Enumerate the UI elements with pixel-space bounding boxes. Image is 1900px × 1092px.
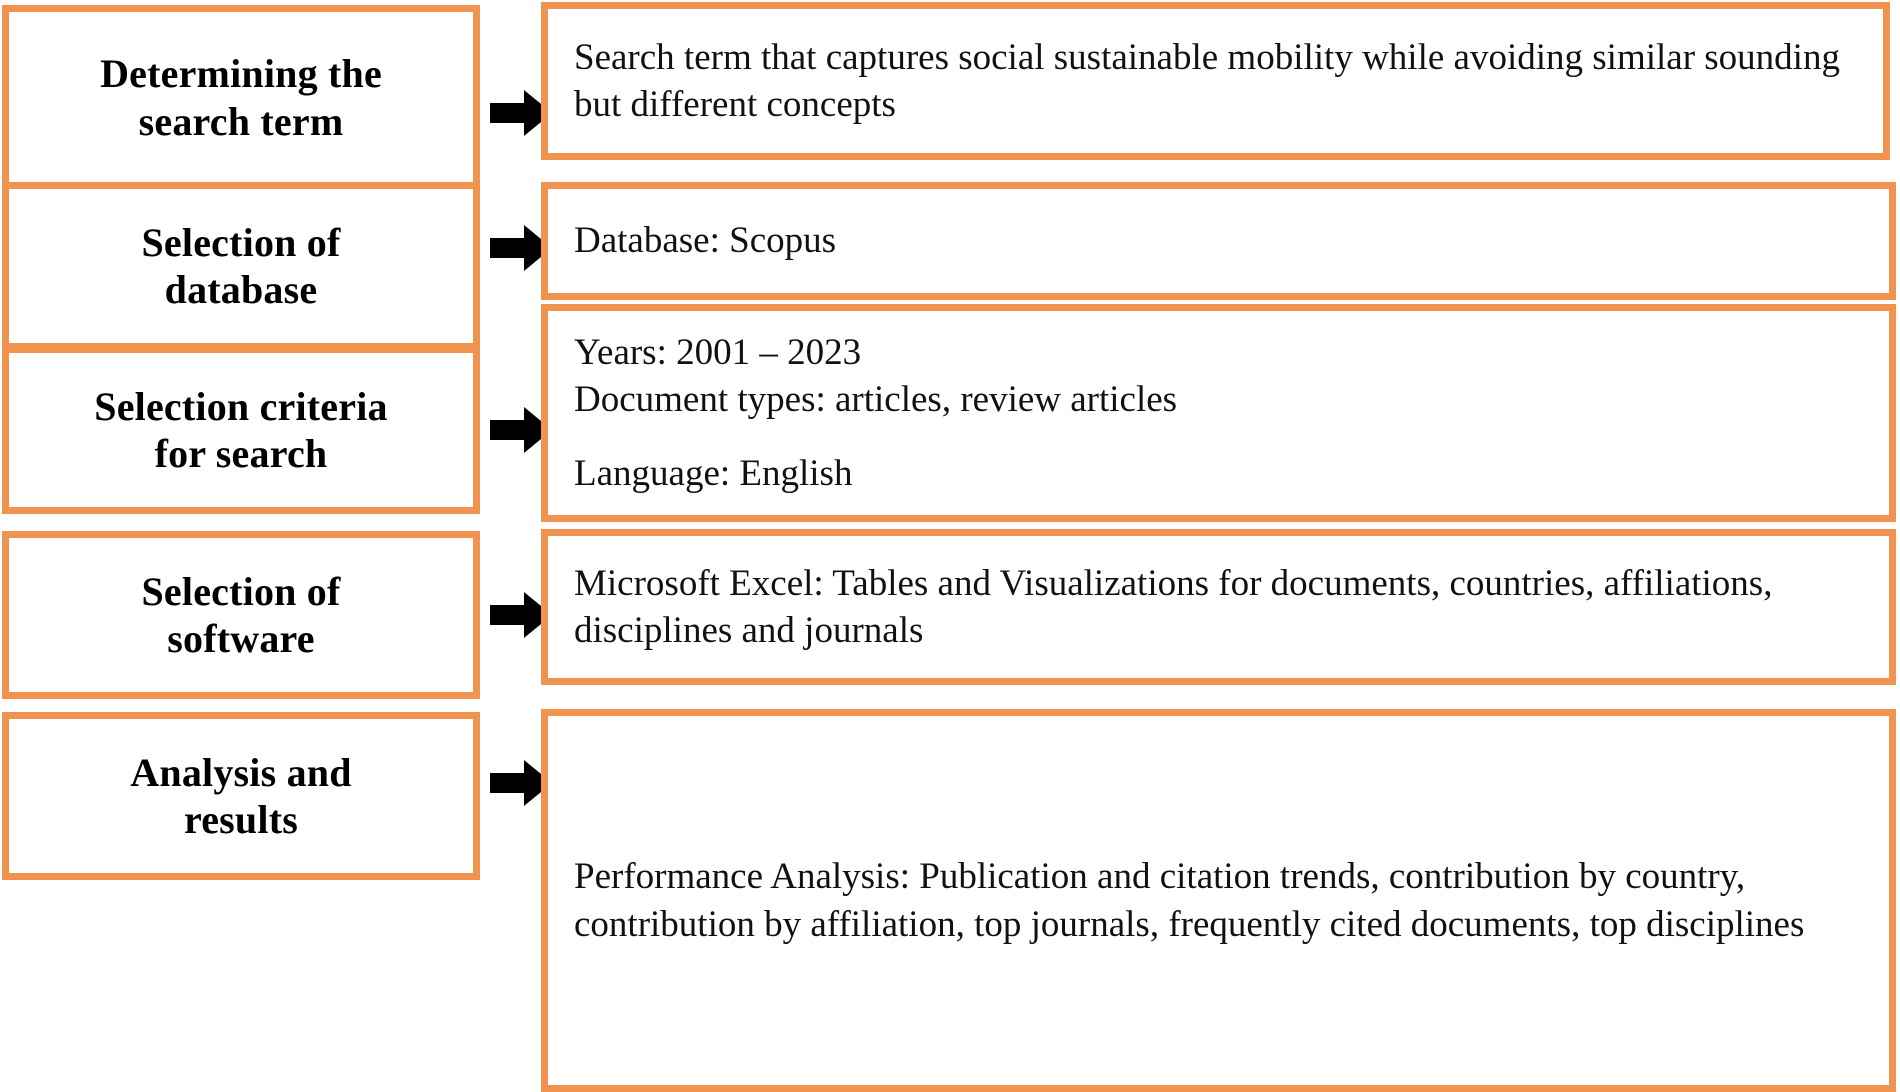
stage-label: Selection of database bbox=[131, 219, 350, 313]
right-arrow-icon bbox=[490, 225, 552, 271]
stage-box-analysis-and-results: Analysis and results bbox=[2, 712, 480, 880]
stage-label-line2: software bbox=[167, 616, 315, 661]
stage-label-line2: database bbox=[164, 267, 318, 312]
stage-label: Selection of software bbox=[131, 568, 350, 662]
stage-label: Determining the search term bbox=[90, 50, 392, 144]
detail-box-selection-criteria: Years: 2001 – 2023 Document types: artic… bbox=[541, 304, 1896, 522]
detail-text: Performance Analysis: Publication and ci… bbox=[548, 853, 1889, 948]
detail-text: Microsoft Excel: Tables and Visualizatio… bbox=[548, 560, 1889, 655]
stage-label-line1: Determining the bbox=[100, 51, 382, 97]
stage-label-line1: Analysis and bbox=[130, 749, 352, 795]
detail-box-software: Microsoft Excel: Tables and Visualizatio… bbox=[541, 529, 1896, 685]
detail-box-search-term: Search term that captures social sustain… bbox=[541, 2, 1890, 160]
right-arrow-icon bbox=[490, 90, 552, 136]
detail-text: Years: 2001 – 2023 Document types: artic… bbox=[548, 329, 1889, 497]
stage-box-selection-of-database: Selection of database bbox=[2, 182, 480, 350]
stage-box-selection-criteria-for-search: Selection criteria for search bbox=[2, 346, 480, 514]
detail-line: Database: Scopus bbox=[574, 220, 837, 262]
stage-box-determining-the-search-term: Determining the search term bbox=[2, 5, 480, 190]
stage-label-line1: Selection criteria bbox=[94, 383, 388, 429]
detail-line: Performance Analysis: Publication and ci… bbox=[574, 856, 1805, 945]
detail-line: Language: English bbox=[574, 452, 853, 494]
detail-box-database: Database: Scopus bbox=[541, 182, 1896, 300]
stage-label-line2: search term bbox=[138, 98, 344, 144]
stage-box-selection-of-software: Selection of software bbox=[2, 531, 480, 699]
stage-label-line1: Selection of bbox=[141, 568, 341, 614]
stage-label-line2: results bbox=[183, 797, 298, 842]
right-arrow-icon bbox=[490, 592, 552, 638]
detail-line: Search term that captures social sustain… bbox=[574, 36, 1840, 125]
detail-text: Database: Scopus bbox=[548, 217, 1889, 264]
right-arrow-icon bbox=[490, 407, 552, 453]
stage-label: Analysis and results bbox=[120, 749, 361, 843]
detail-line: Microsoft Excel: Tables and Visualizatio… bbox=[574, 562, 1773, 651]
detail-line: Document types: articles, review article… bbox=[574, 379, 1178, 421]
detail-box-analysis-results: Performance Analysis: Publication and ci… bbox=[541, 709, 1896, 1092]
detail-line: Years: 2001 – 2023 bbox=[574, 331, 862, 373]
stage-label-line2: for search bbox=[154, 431, 328, 476]
right-arrow-icon bbox=[490, 760, 552, 806]
detail-text: Search term that captures social sustain… bbox=[548, 34, 1883, 129]
stage-label-line1: Selection of bbox=[141, 219, 341, 265]
stage-label: Selection criteria for search bbox=[84, 383, 397, 477]
